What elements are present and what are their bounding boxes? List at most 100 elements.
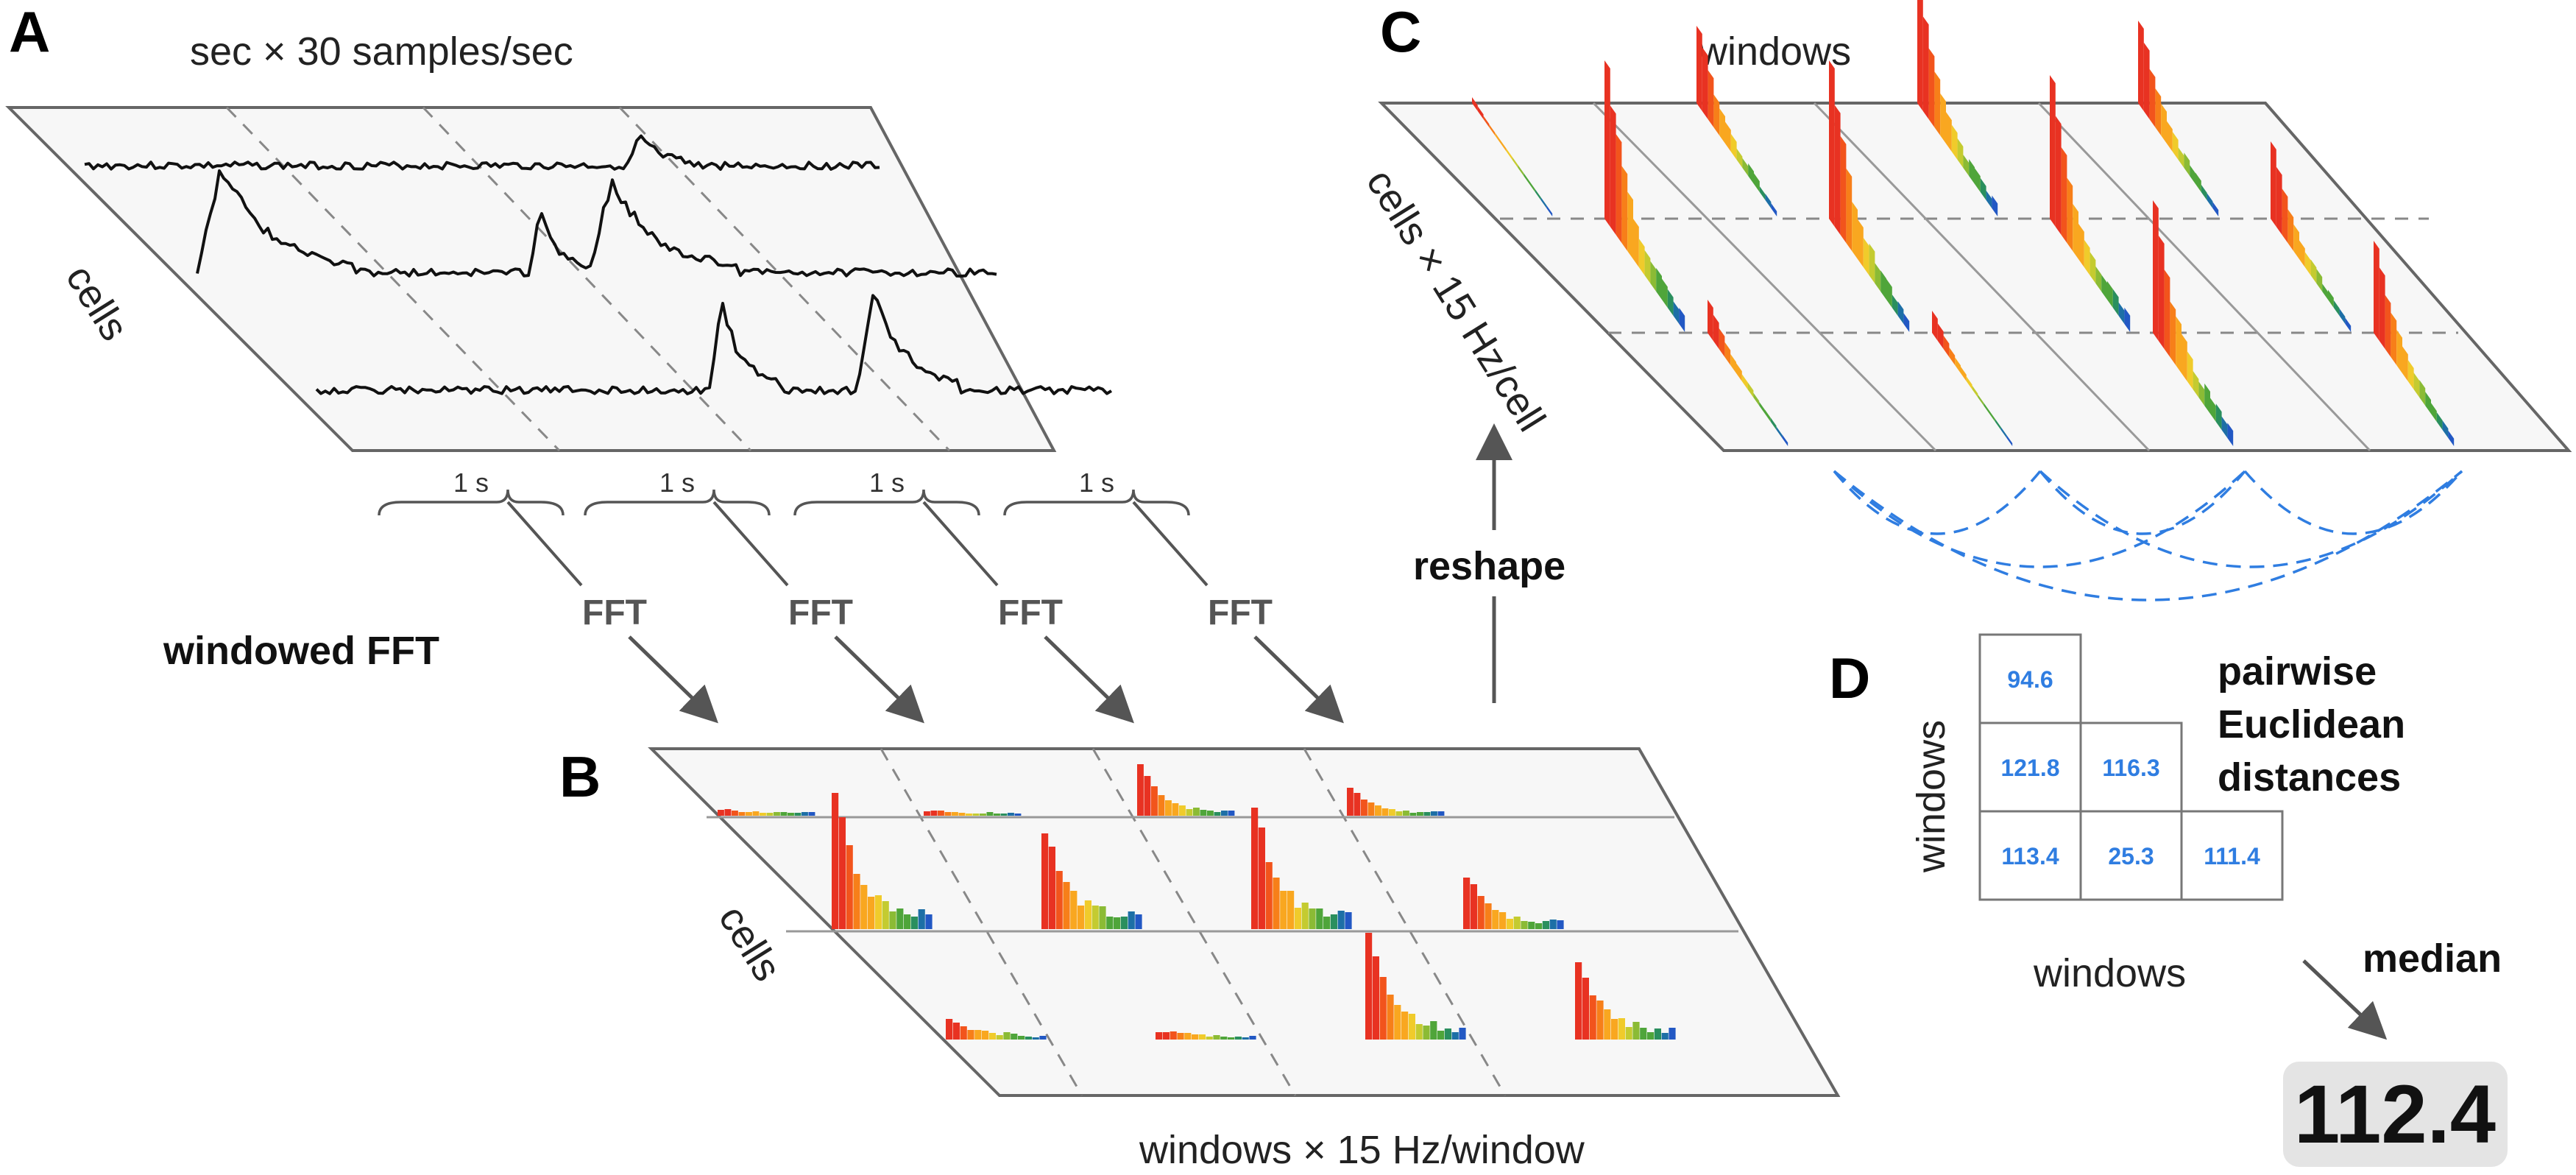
b-row1-win3-bar-14: [1228, 811, 1235, 816]
b-row3-win1-bar-3: [960, 1026, 967, 1040]
c-r3-w3-bar-12: [2215, 403, 2222, 430]
matrix-value-r3-c2: 25.3: [2108, 843, 2154, 869]
c-r2-w4-bar-8: [2310, 259, 2317, 283]
panel-a-window-dividers: [225, 106, 951, 452]
b-row2-win1-bar-10: [896, 908, 904, 929]
b-row3-win2-bar-1: [1156, 1032, 1163, 1040]
c-r1-w3-bar-8: [1957, 138, 1964, 168]
c-r3-w2-bar-5: [1955, 357, 1961, 373]
b-row3-win2-bar-10: [1220, 1037, 1228, 1040]
c-r3-w4-bar-1: [2374, 241, 2379, 341]
c-r3-w4-bar-11: [2431, 403, 2437, 422]
c-r2-w2-bar-12: [1892, 294, 1898, 316]
panel-b-letter: B: [559, 744, 601, 809]
b-row2-win2-bar-14: [1135, 914, 1142, 929]
b-row2-win1-bar-6: [868, 897, 875, 929]
c-r1-w2-bar-9: [1742, 158, 1749, 176]
c-r3-w2-bar-9: [1978, 395, 1984, 406]
c-r1-w4-bar-5: [2161, 103, 2167, 144]
c-r1-w1-bar-4: [1489, 124, 1496, 135]
b-row2-win2-bar-8: [1091, 906, 1099, 929]
c-r1-w3-bar-7: [1951, 124, 1958, 160]
b-row1-win2-bar-8: [972, 814, 980, 816]
b-row1-win1-bar-2: [724, 809, 732, 816]
b-row2-win3-bar-8: [1301, 903, 1309, 929]
c-r2-w1-bar-5: [1627, 191, 1633, 259]
c-r1-w2-bar-5: [1719, 108, 1725, 144]
c-r2-w3-bar-9: [2095, 266, 2102, 292]
panel-d-letter: D: [1829, 646, 1870, 710]
b-row1-win1-bar-3: [732, 811, 738, 816]
c-r2-w3-bar-10: [2101, 275, 2107, 300]
b-row1-win2-bar-13: [1008, 813, 1014, 816]
b-row1-win1-bar-5: [746, 812, 752, 816]
c-r2-w3-bar-8: [2090, 252, 2096, 283]
c-r1-w4-bar-8: [2178, 147, 2184, 168]
b-row3-win4-bar-7: [1618, 1018, 1625, 1040]
b-row1-win1-bar-10: [780, 812, 788, 816]
b-row2-win1-bar-7: [874, 895, 882, 929]
distance-arc-5: [2039, 470, 2463, 568]
panel-c: C windows cells × 15 Hz/cell: [1358, 0, 2572, 601]
c-r1-w1-bar-10: [1524, 173, 1529, 184]
b-row2-win4-bar-10: [1528, 922, 1535, 929]
panel-b-spectra: [718, 764, 1676, 1040]
c-r1-w4-bar-3: [2149, 68, 2156, 127]
b-row1-win4-bar-4: [1367, 802, 1375, 816]
c-r1-w3-bar-10: [1969, 159, 1975, 184]
b-row2-win2-bar-12: [1120, 917, 1128, 929]
c-r3-w3-bar-6: [2182, 334, 2187, 381]
c-r2-w3-bar-7: [2084, 239, 2090, 275]
b-row1-win2-bar-3: [938, 811, 944, 816]
reshape-label-bg: [1398, 530, 1590, 596]
b-row3-win1-bar-5: [974, 1030, 982, 1040]
c-r2-w2-bar-10: [1880, 270, 1886, 300]
b-row1-win1-bar-4: [738, 812, 746, 816]
fft-label-3: FFT: [998, 593, 1063, 632]
c-r3-w3-bar-4: [2170, 301, 2176, 365]
fft-connector-2: [712, 501, 789, 587]
c-r2-w4-bar-11: [2328, 289, 2334, 308]
c-r3-w2-bar-13: [2000, 427, 2007, 438]
panel-b-window-dividers: [707, 748, 1738, 1096]
c-r1-w2-bar-2: [1702, 47, 1708, 119]
c-r1-w1-bar-3: [1483, 116, 1490, 127]
c-r1-w2-bar-1: [1696, 26, 1702, 111]
c-r3-w2-bar-8: [1972, 385, 1978, 398]
b-row3-win1-bar-9: [1003, 1032, 1011, 1040]
c-r1-w4-bar-6: [2167, 121, 2173, 152]
c-r2-w4-bar-3: [2282, 188, 2288, 243]
b-row2-win2-bar-13: [1128, 911, 1135, 929]
c-r3-w4-bar-9: [2419, 380, 2426, 406]
b-row2-win3-bar-7: [1294, 908, 1301, 929]
panel-c-distance-arcs: [1833, 470, 2463, 601]
a-trace-cell-3: [315, 294, 1113, 395]
c-r2-w4-bar-12: [2333, 300, 2340, 316]
b-row3-win1-bar-12: [1025, 1037, 1032, 1040]
fft-arrow-3: [1044, 635, 1134, 724]
b-row3-win1-bar-7: [988, 1033, 996, 1040]
b-row3-win2-bar-8: [1206, 1037, 1213, 1040]
c-r3-w4-bar-12: [2436, 412, 2443, 430]
c-r3-w2-bar-7: [1966, 376, 1972, 389]
c-r1-w3-bar-13: [1986, 190, 1992, 208]
b-row1-win1-bar-7: [760, 813, 766, 816]
c-r2-w3-bar-11: [2107, 280, 2113, 308]
b-row2-win1-bar-2: [838, 817, 846, 929]
window-duration-label-4: 1 s: [1079, 467, 1114, 498]
b-row2-win2-bar-9: [1099, 906, 1106, 929]
c-r3-w4-bar-10: [2425, 392, 2431, 414]
c-r2-w4-bar-1: [2271, 141, 2276, 227]
c-r1-w4-bar-1: [2138, 21, 2144, 111]
c-r2-w2-bar-3: [1840, 135, 1847, 243]
c-r1-w4-bar-7: [2172, 132, 2179, 160]
b-row2-win4-bar-8: [1513, 917, 1521, 929]
panel-a-letter: A: [9, 0, 50, 64]
c-r1-w3-bar-11: [1975, 168, 1981, 192]
c-r3-w4-bar-8: [2413, 373, 2420, 398]
b-row2-win1-bar-3: [846, 845, 853, 929]
c-r3-w2-bar-6: [1961, 367, 1967, 381]
b-row2-win3-bar-1: [1251, 808, 1259, 929]
b-divider-3: [1303, 748, 1507, 1096]
panel-a-top-label: sec × 30 samples/sec: [190, 29, 573, 74]
